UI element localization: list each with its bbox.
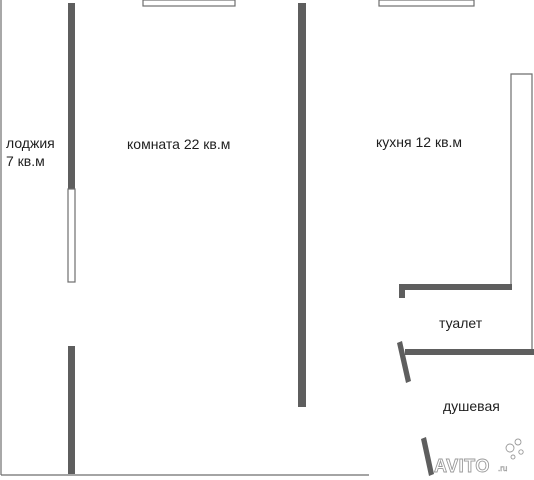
loggia-wall-lower [68, 346, 75, 474]
toilet-left-stub [399, 284, 405, 298]
shower-label: душевая [443, 398, 500, 414]
loggia-label-line2: 7 кв.м [6, 153, 45, 169]
window-kitchen [378, 0, 475, 7]
kitchen-label: кухня 12 кв.м [376, 134, 462, 150]
toilet-bottom-wall [405, 349, 534, 355]
watermark-domain: .ru [498, 464, 507, 473]
right-outer-edge [510, 73, 533, 355]
avito-logo-icon [505, 438, 524, 460]
watermark-brand: AVITO [434, 456, 490, 476]
toilet-label: туалет [439, 315, 483, 331]
shower-door [421, 437, 434, 476]
loggia-wall-upper [68, 3, 75, 189]
loggia-window [67, 188, 76, 283]
toilet-top-wall [399, 284, 512, 290]
room-label: комната 22 кв.м [127, 136, 230, 152]
loggia-label-line1: лоджия [6, 135, 55, 151]
toilet-door [397, 341, 411, 383]
avito-watermark: AVITO .ru [434, 438, 524, 476]
window-room [142, 0, 236, 7]
room-kitchen-wall [298, 3, 306, 407]
